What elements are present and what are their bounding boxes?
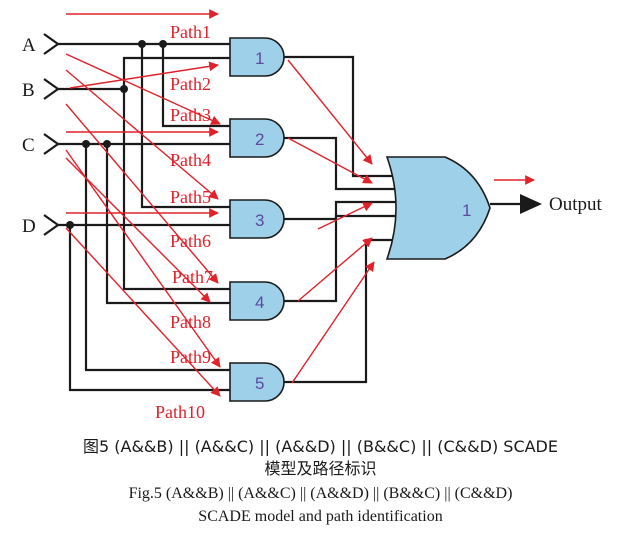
path-label: Path8 bbox=[170, 312, 211, 332]
input-label-c: C bbox=[22, 135, 35, 156]
caption-en-line1: Fig.5 (A&&B) || (A&&C) || (A&&D) || (B&&… bbox=[128, 485, 513, 502]
input-c-chevron bbox=[43, 133, 60, 155]
input-a-chevron bbox=[43, 33, 60, 55]
caption-cn-line2: 模型及路径标识 bbox=[264, 459, 377, 478]
path-label: Path7 bbox=[172, 267, 213, 287]
junction-dot bbox=[120, 85, 128, 93]
path-label: Path2 bbox=[170, 74, 211, 94]
input-label-d: D bbox=[22, 216, 36, 237]
input-label-b: B bbox=[22, 80, 35, 101]
caption-cn-line1: 图5 (A&&B) || (A&&C) || (A&&D) || (B&&C) … bbox=[82, 437, 558, 456]
path-label: Path4 bbox=[170, 150, 211, 170]
and-gate-3-label: 3 bbox=[255, 211, 264, 230]
and-gate-1-label: 1 bbox=[255, 49, 264, 68]
junction-dot bbox=[159, 40, 167, 48]
input-label-a: A bbox=[22, 35, 36, 56]
junction-dot bbox=[138, 40, 146, 48]
and-gate-4: 4 bbox=[229, 281, 285, 321]
path-label: Path3 bbox=[170, 105, 211, 125]
and-gate-5: 5 bbox=[229, 362, 285, 402]
path-label: Path9 bbox=[170, 347, 211, 367]
path-label: Path1 bbox=[170, 22, 211, 42]
junction-dot bbox=[66, 221, 74, 229]
output-label: Output bbox=[549, 194, 603, 215]
path-label: Path5 bbox=[170, 187, 211, 207]
and-gate-4-label: 4 bbox=[255, 293, 264, 312]
and-gate-5-label: 5 bbox=[255, 374, 264, 393]
path-label: Path10 bbox=[155, 402, 205, 422]
output-arrow-icon bbox=[520, 194, 542, 214]
input-b-chevron bbox=[43, 78, 60, 100]
caption-en-line2: SCADE model and path identification bbox=[198, 508, 443, 525]
or-gate-label: 1 bbox=[462, 201, 471, 220]
and-gate-3: 3 bbox=[229, 199, 285, 239]
wires bbox=[58, 42, 397, 392]
and-gate-1: 1 bbox=[229, 37, 285, 77]
and-gate-2-label: 2 bbox=[255, 130, 264, 149]
or-gate: 1 bbox=[385, 156, 491, 260]
input-d-chevron bbox=[43, 214, 60, 236]
path-label: Path6 bbox=[170, 231, 211, 251]
junction-dot bbox=[103, 140, 111, 148]
input-chevrons bbox=[43, 33, 60, 236]
path-arrows bbox=[65, 9, 535, 397]
junction-dot bbox=[82, 140, 90, 148]
junction-dots bbox=[66, 40, 167, 229]
output: Output bbox=[490, 194, 603, 215]
and-gate-2: 2 bbox=[229, 118, 285, 158]
